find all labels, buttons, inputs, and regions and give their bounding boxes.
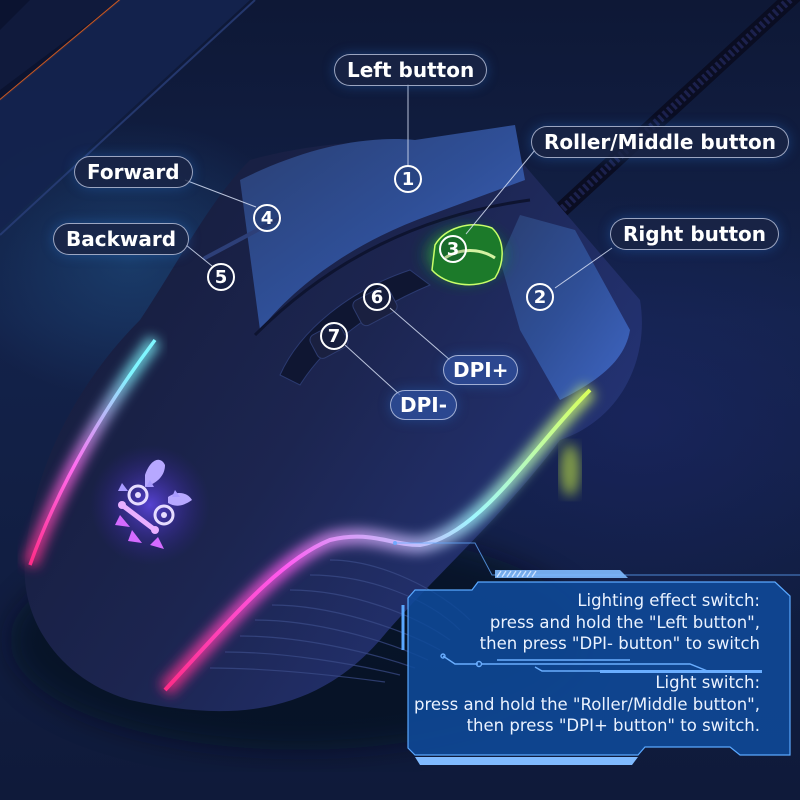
right-button-label: Right button — [610, 218, 779, 250]
lighting-effect-switch-instructions: Lighting effect switch: press and hold t… — [480, 590, 760, 655]
callout-number-6: 6 — [363, 283, 391, 311]
callout-number-4: 4 — [253, 204, 281, 232]
light-switch-instructions: Light switch: press and hold the "Roller… — [414, 672, 760, 737]
right-button-shell — [500, 215, 630, 400]
callout-number-7: 7 — [320, 322, 348, 350]
info-panel-frame — [401, 570, 791, 765]
backward-label: Backward — [53, 223, 190, 255]
light-switch-title: Light switch: — [655, 673, 760, 692]
dpi-plus-label: DPI+ — [443, 355, 519, 385]
lion-dance-mask-logo-icon — [115, 459, 192, 549]
keyboard-edge — [0, 0, 256, 236]
dpi-minus-label: DPI- — [390, 390, 458, 420]
forward-label: Forward — [74, 156, 193, 188]
light-switch-line-1: press and hold the "Roller/Middle button… — [413, 694, 760, 714]
lighting-effect-line-1: press and hold the "Left button", — [489, 612, 760, 632]
callout-number-2: 2 — [526, 283, 554, 311]
mouse-cable — [528, 0, 800, 240]
rgb-light-strips — [23, 335, 596, 696]
roller-middle-button-label: Roller/Middle button — [531, 126, 790, 158]
callout-number-1: 1 — [394, 165, 422, 193]
left-button-shell — [240, 125, 525, 330]
lighting-effect-line-2: then press "DPI- button" to switch — [479, 634, 760, 653]
callout-number-5: 5 — [207, 263, 235, 291]
callout-leader-lines — [184, 84, 800, 576]
light-switch-line-2: then press "DPI+ button" to switch. — [466, 716, 760, 735]
info-panel: Lighting effect switch: press and hold t… — [400, 570, 800, 770]
callout-number-3: 3 — [439, 235, 467, 263]
left-button-label: Left button — [334, 54, 488, 86]
lighting-effect-title: Lighting effect switch: — [577, 591, 760, 610]
